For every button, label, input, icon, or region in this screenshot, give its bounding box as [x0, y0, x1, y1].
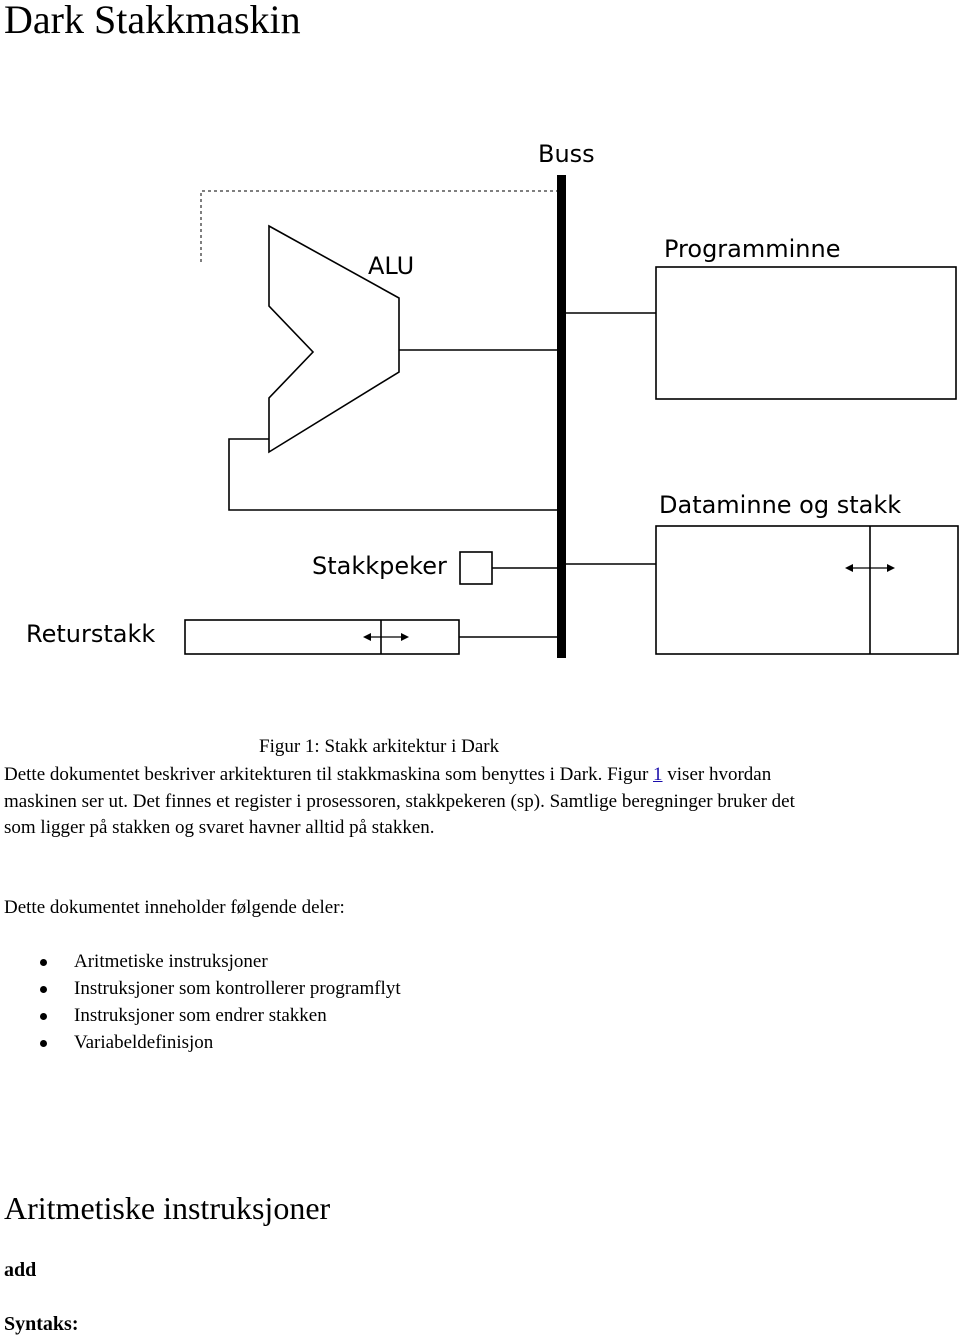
program-memory-label: Programminne [664, 235, 841, 263]
bus-line [557, 175, 566, 658]
page-title: Dark Stakkmaskin [4, 0, 301, 42]
program-memory-box [655, 266, 957, 400]
stack-pointer-box [459, 551, 493, 585]
syntax-label: Syntaks: [4, 1313, 79, 1335]
data-memory-label: Dataminne og stakk [659, 491, 901, 519]
list-item: Instruksjoner som kontrollerer programfl… [40, 975, 401, 1002]
alu-feedback-dashed-line [200, 190, 557, 262]
return-stack-arrow-icon [363, 633, 409, 641]
figure-caption: Figur 1: Stakk arkitektur i Dark [259, 736, 500, 757]
data-memory-box [655, 525, 959, 655]
section-heading: Aritmetiske instruksjoner [4, 1190, 331, 1226]
return-stack-label: Returstakk [26, 620, 155, 648]
contents-list: Aritmetiske instruksjoner Instruksjoner … [40, 948, 401, 1056]
figure-link[interactable]: 1 [653, 764, 663, 785]
data-memory-arrow-icon [845, 564, 895, 572]
description-paragraph: Dette dokumentet beskriver arkitekturen … [4, 762, 824, 842]
list-item: Variabeldefinisjon [40, 1029, 401, 1056]
architecture-diagram: Buss ALU Programminne Dataminne og stakk… [26, 140, 959, 658]
paragraph-text-2: viser hvordan maskinen ser ut. Det finne… [4, 764, 795, 838]
alu-output-loop-line [228, 438, 557, 511]
contents-intro: Dette dokumentet inneholder følgende del… [4, 897, 345, 918]
bus-label: Buss [538, 140, 595, 168]
return-stack-box [184, 619, 460, 655]
list-item: Instruksjoner som endrer stakken [40, 1002, 401, 1029]
list-item: Aritmetiske instruksjoner [40, 948, 401, 975]
instruction-name: add [4, 1259, 37, 1281]
alu-label: ALU [368, 252, 414, 280]
alu-shape [268, 224, 400, 454]
stack-pointer-label: Stakkpeker [312, 552, 447, 580]
paragraph-text-1: Dette dokumentet beskriver arkitekturen … [4, 764, 654, 785]
